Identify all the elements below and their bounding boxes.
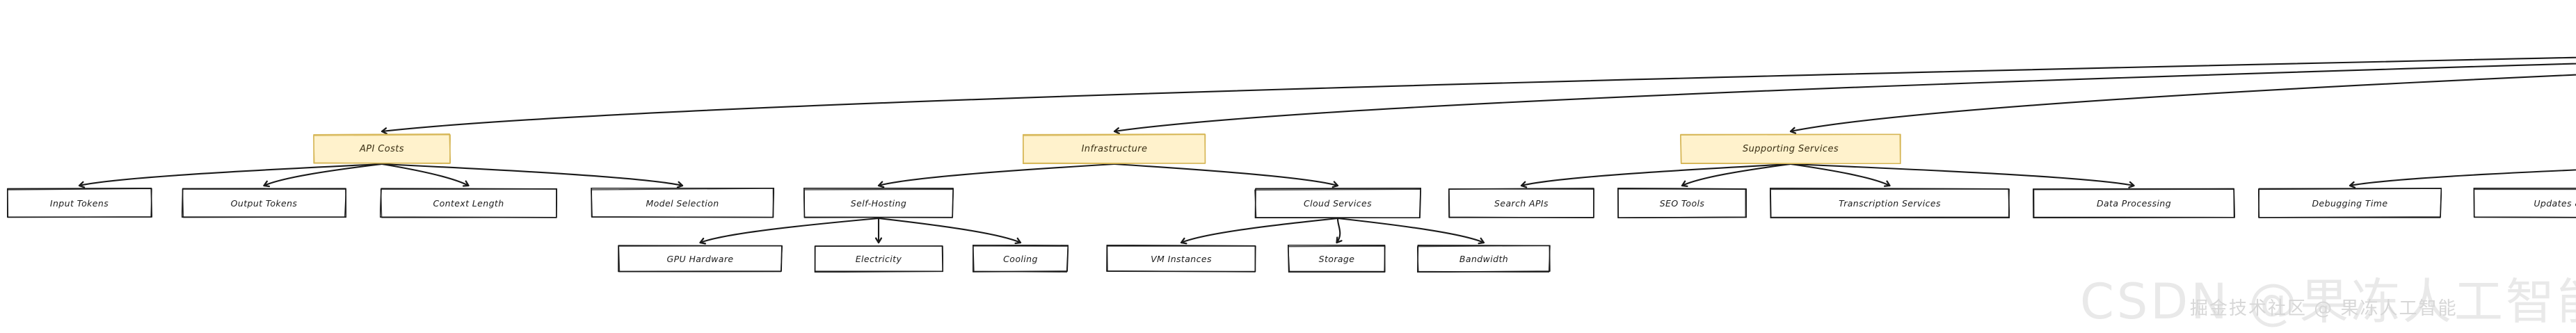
node-input-tokens[interactable]: Input Tokens [6, 188, 152, 218]
node-label: SEO Tools [1660, 198, 1705, 209]
node-support[interactable]: Supporting Services [1680, 133, 1901, 164]
node-label: Storage [1319, 254, 1355, 264]
node-context-length[interactable]: Context Length [380, 188, 557, 218]
node-label: API Costs [360, 144, 404, 154]
node-seo-tools[interactable]: SEO Tools [1617, 188, 1747, 218]
node-data-proc[interactable]: Data Processing [2033, 188, 2235, 218]
node-label: Infrastructure [1082, 144, 1148, 154]
node-self-hosting[interactable]: Self-Hosting [803, 188, 954, 218]
node-infra[interactable]: Infrastructure [1023, 133, 1206, 164]
node-label: Debugging Time [2312, 198, 2388, 209]
node-label: Updates & Patches [2534, 198, 2576, 209]
node-label: Supporting Services [1743, 144, 1839, 154]
node-label: Model Selection [646, 198, 719, 209]
node-label: VM Instances [1151, 254, 1212, 264]
node-label: Cloud Services [1304, 198, 1372, 209]
node-vm-instances[interactable]: VM Instances [1106, 245, 1256, 273]
node-gpu-hardware[interactable]: GPU Hardware [618, 245, 783, 273]
node-storage[interactable]: Storage [1288, 245, 1386, 273]
node-label: Transcription Services [1839, 198, 1941, 209]
node-label: Cooling [1003, 254, 1038, 264]
node-updates[interactable]: Updates & Patches [2473, 188, 2576, 218]
node-debugging[interactable]: Debugging Time [2258, 188, 2442, 218]
node-label: Bandwidth [1459, 254, 1508, 264]
node-cooling[interactable]: Cooling [973, 245, 1069, 273]
node-label: GPU Hardware [667, 254, 734, 264]
node-output-tokens[interactable]: Output Tokens [182, 188, 346, 218]
node-transcription[interactable]: Transcription Services [1770, 188, 2010, 218]
node-label: Input Tokens [50, 198, 109, 209]
node-api[interactable]: API Costs [313, 133, 451, 164]
node-label: Search APIs [1494, 198, 1549, 209]
node-search-apis[interactable]: Search APIs [1448, 188, 1594, 218]
node-label: Context Length [433, 198, 504, 209]
node-label: Data Processing [2097, 198, 2171, 209]
node-bandwidth[interactable]: Bandwidth [1417, 245, 1551, 273]
node-electricity[interactable]: Electricity [814, 245, 943, 273]
node-label: Self-Hosting [851, 198, 906, 209]
node-cloud-services[interactable]: Cloud Services [1254, 188, 1421, 218]
node-label: Electricity [856, 254, 902, 264]
node-model-select[interactable]: Model Selection [591, 188, 774, 218]
node-label: Output Tokens [231, 198, 298, 209]
